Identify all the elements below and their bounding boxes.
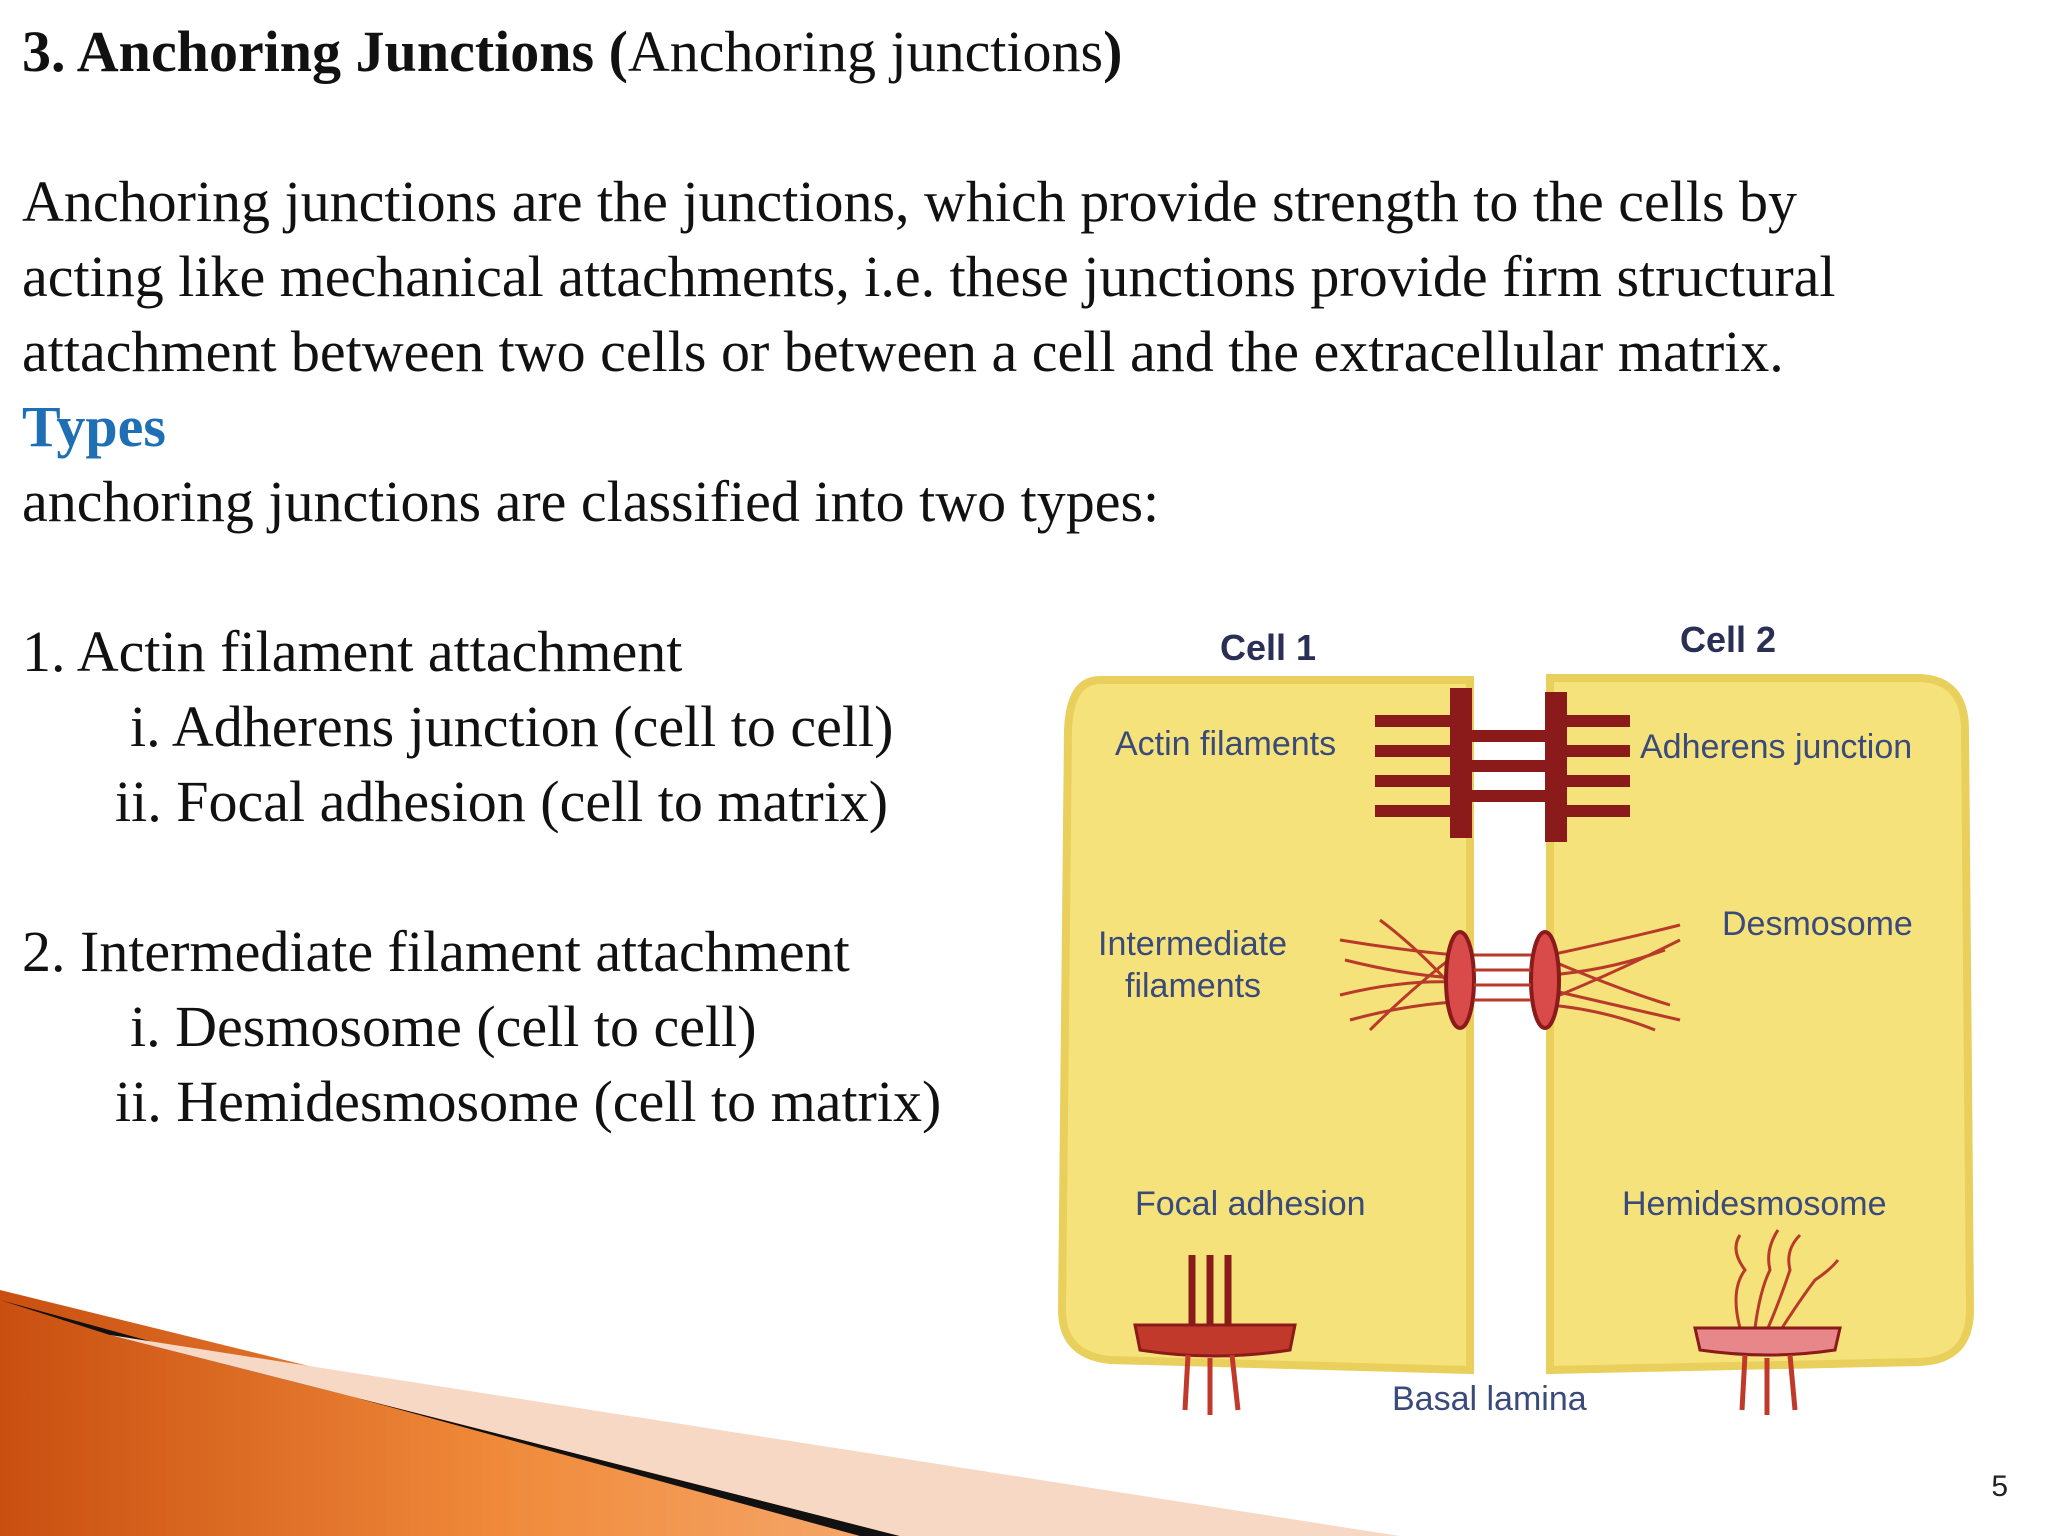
cell-1-shape xyxy=(1057,676,1474,1375)
intro-line-3: attachment between two cells or between … xyxy=(22,319,1784,384)
label-basal-lamina: Basal lamina xyxy=(1392,1380,1587,1418)
cell-2-shape xyxy=(1546,674,1975,1375)
list-subitem-adherens: i. Adherens junction (cell to cell) xyxy=(130,694,894,759)
list-item-intermediate: 2. Intermediate filament attachment xyxy=(22,919,850,984)
desmosome-graphic xyxy=(1339,918,1681,1032)
label-intermediate-2: filaments xyxy=(1125,967,1261,1005)
label-desmosome: Desmosome xyxy=(1722,905,1913,943)
list-item-actin: 1. Actin filament attachment xyxy=(22,619,683,684)
label-cell-1: Cell 1 xyxy=(1220,627,1316,668)
types-intro: anchoring junctions are classified into … xyxy=(22,469,1160,534)
types-heading: Types xyxy=(22,394,166,459)
slide-title: 3. Anchoring Junctions (Anchoring juncti… xyxy=(22,19,1123,84)
adherens-junction-graphic xyxy=(1375,688,1630,842)
label-actin-filaments: Actin filaments xyxy=(1115,725,1336,763)
list-subitem-hemidesmosome: ii. Hemidesmosome (cell to matrix) xyxy=(115,1069,942,1134)
label-intermediate-1: Intermediate xyxy=(1098,925,1287,963)
label-adherens-junction: Adherens junction xyxy=(1640,728,1912,766)
intro-line-1: Anchoring junctions are the junctions, w… xyxy=(22,169,1798,234)
intro-line-2: acting like mechanical attachments, i.e.… xyxy=(22,244,1836,309)
label-hemidesmosome: Hemidesmosome xyxy=(1622,1185,1887,1223)
focal-adhesion-graphic xyxy=(1133,1255,1297,1415)
list-subitem-desmosome: i. Desmosome (cell to cell) xyxy=(130,994,757,1059)
label-cell-2: Cell 2 xyxy=(1680,619,1776,660)
junction-diagram-svg: Cell 1 Cell 2 Actin filaments Adherens j… xyxy=(1057,619,1975,1418)
page-number: 5 xyxy=(1991,1470,2008,1503)
junction-diagram: Cell 1 Cell 2 Actin filaments Adherens j… xyxy=(1040,610,2000,1455)
hemidesmosome-graphic xyxy=(1693,1229,1842,1415)
label-focal-adhesion: Focal adhesion xyxy=(1135,1185,1366,1223)
list-subitem-focal: ii. Focal adhesion (cell to matrix) xyxy=(115,769,889,834)
